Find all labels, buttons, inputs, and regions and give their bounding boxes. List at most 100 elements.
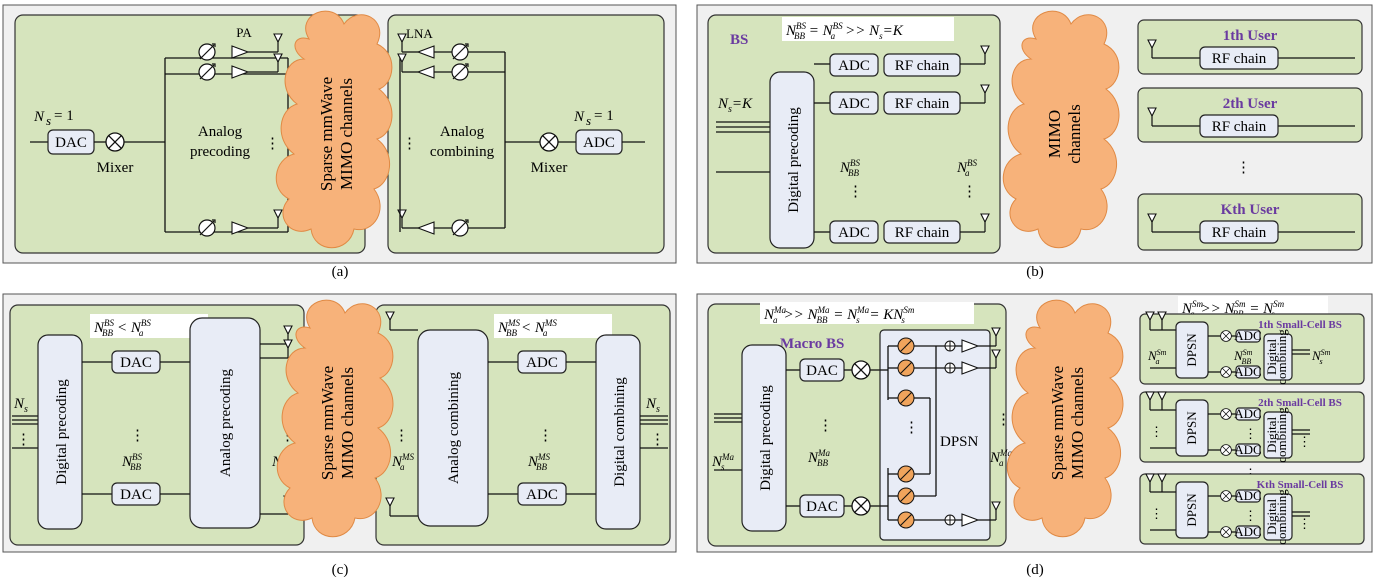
svg-text:ADC: ADC bbox=[1234, 328, 1261, 343]
d-phase-shifter-icon bbox=[897, 359, 915, 377]
caption-b: (b) bbox=[1026, 264, 1044, 280]
panel-b-bs-box bbox=[707, 14, 1001, 254]
svg-text:2th User: 2th User bbox=[1223, 96, 1278, 112]
a-analog-combining-1: Analog bbox=[440, 124, 485, 140]
d-channel-2: MIMO channels bbox=[1068, 367, 1087, 479]
a-channel-2: MIMO channels bbox=[337, 78, 356, 190]
d-small-cell-2: 2th Small-Cell BS ⋮ DPSN ADC ADC ⋮ Digit… bbox=[1139, 391, 1365, 463]
c-vdots: ⋮ bbox=[394, 428, 409, 444]
d-combiner-icon bbox=[944, 340, 956, 352]
d-phase-shifter-icon bbox=[897, 337, 915, 355]
svg-text:RF chain: RF chain bbox=[895, 96, 950, 112]
a-vdots: ⋮ bbox=[402, 136, 417, 152]
caption-a: (a) bbox=[332, 264, 349, 280]
a-mixer-left-icon bbox=[105, 132, 125, 152]
a-mixer-left-label: Mixer bbox=[97, 160, 134, 176]
a-channel-1: Sparse mmWave bbox=[317, 77, 336, 191]
svg-text:ADC: ADC bbox=[1234, 364, 1261, 379]
c-digital-combining: Digital combining bbox=[612, 377, 628, 487]
c-digital-combining-box bbox=[595, 334, 641, 530]
d-digital-precoding: Digital precoding bbox=[758, 385, 774, 491]
svg-text:2th Small-Cell BS: 2th Small-Cell BS bbox=[1258, 397, 1342, 409]
svg-text:s: s bbox=[46, 113, 51, 128]
b-chain-3: ADC RF chain bbox=[814, 213, 990, 244]
svg-text:RF chain: RF chain bbox=[1212, 119, 1267, 135]
svg-text:⋮: ⋮ bbox=[1150, 506, 1163, 521]
a-lna-label: LNA bbox=[406, 26, 433, 41]
a-analog-combining-2: combining bbox=[430, 144, 495, 160]
svg-text:DPSN: DPSN bbox=[1184, 493, 1199, 527]
a-mixer-right-icon bbox=[539, 132, 559, 152]
d-small-cell-k: Kth Small-Cell BS ⋮ DPSN ADC ADC ⋮ Digit… bbox=[1139, 473, 1365, 545]
b-user-2: 2th User RF chain bbox=[1137, 87, 1363, 143]
svg-text:RF chain: RF chain bbox=[895, 225, 950, 241]
svg-text:⋮: ⋮ bbox=[1298, 516, 1311, 531]
b-user-1: 1th User RF chain bbox=[1137, 19, 1363, 75]
a-pa-label: PA bbox=[236, 25, 252, 40]
caption-c: (c) bbox=[332, 562, 349, 578]
b-chain-1: ADC RF chain bbox=[814, 45, 990, 77]
c-digital-precoding-box bbox=[37, 334, 83, 530]
svg-text:Digital: Digital bbox=[1264, 417, 1279, 453]
b-user-k: Kth User RF chain bbox=[1137, 193, 1363, 251]
svg-text:⋮: ⋮ bbox=[1150, 424, 1163, 439]
a-phase-shifter-icon bbox=[198, 43, 216, 61]
c-vdots: ⋮ bbox=[16, 432, 31, 448]
d-phase-shifter-icon bbox=[897, 487, 915, 505]
a-adc-label: ADC bbox=[583, 135, 615, 151]
svg-text:DAC: DAC bbox=[120, 487, 152, 503]
svg-text:Kth Small-Cell BS: Kth Small-Cell BS bbox=[1257, 479, 1344, 491]
c-channel-1: Sparse mmWave bbox=[318, 366, 337, 480]
d-combiner-icon bbox=[944, 514, 956, 526]
svg-text:ADC: ADC bbox=[838, 96, 870, 112]
b-vdots: ⋮ bbox=[962, 184, 977, 200]
svg-text:ADC: ADC bbox=[838, 58, 870, 74]
svg-text:DPSN: DPSN bbox=[1184, 333, 1199, 367]
d-combiner-icon bbox=[944, 362, 956, 374]
svg-text:ADC: ADC bbox=[526, 355, 558, 371]
d-digital-precoding-box bbox=[741, 344, 787, 532]
a-ns-left: N bbox=[33, 109, 45, 125]
svg-text:ADC: ADC bbox=[1234, 524, 1261, 539]
c-analog-combining: Analog combining bbox=[446, 371, 462, 484]
a-analog-precoding-2: precoding bbox=[190, 144, 250, 160]
c-vdots: ⋮ bbox=[650, 432, 665, 448]
d-dpsn-box bbox=[879, 329, 991, 541]
b-channel-1: MIMO bbox=[1045, 110, 1064, 158]
svg-text:Digital: Digital bbox=[1264, 339, 1279, 375]
c-analog-combining-box bbox=[417, 329, 489, 527]
svg-text:Digital: Digital bbox=[1264, 499, 1279, 535]
c-vdots: ⋮ bbox=[538, 428, 553, 444]
b-vdots: ⋮ bbox=[848, 184, 863, 200]
svg-text:DPSN: DPSN bbox=[1184, 411, 1199, 445]
svg-text:ADC: ADC bbox=[526, 487, 558, 503]
d-mixer-icon bbox=[851, 496, 871, 516]
svg-text:combining: combining bbox=[1274, 489, 1289, 545]
svg-text:Kth User: Kth User bbox=[1221, 202, 1280, 218]
c-digital-precoding: Digital precoding bbox=[54, 379, 70, 485]
svg-text:DAC: DAC bbox=[806, 363, 838, 379]
d-phase-shifter-icon bbox=[897, 389, 915, 407]
b-digital-precoding: Digital precoding bbox=[786, 107, 802, 213]
svg-text:combining: combining bbox=[1274, 407, 1289, 463]
a-dac-label: DAC bbox=[55, 135, 87, 151]
svg-text:⋮: ⋮ bbox=[1244, 508, 1257, 523]
d-vdots: ⋮ bbox=[904, 420, 919, 436]
svg-text:⋮: ⋮ bbox=[1298, 434, 1311, 449]
a-ns-right-eq: = 1 bbox=[594, 108, 614, 124]
b-users-vdots: ⋮ bbox=[1236, 160, 1251, 176]
a-mixer-right-label: Mixer bbox=[531, 160, 568, 176]
d-dpsn-label: DPSN bbox=[940, 434, 979, 450]
svg-text:ADC: ADC bbox=[838, 225, 870, 241]
a-phase-shifter-icon bbox=[451, 63, 469, 81]
